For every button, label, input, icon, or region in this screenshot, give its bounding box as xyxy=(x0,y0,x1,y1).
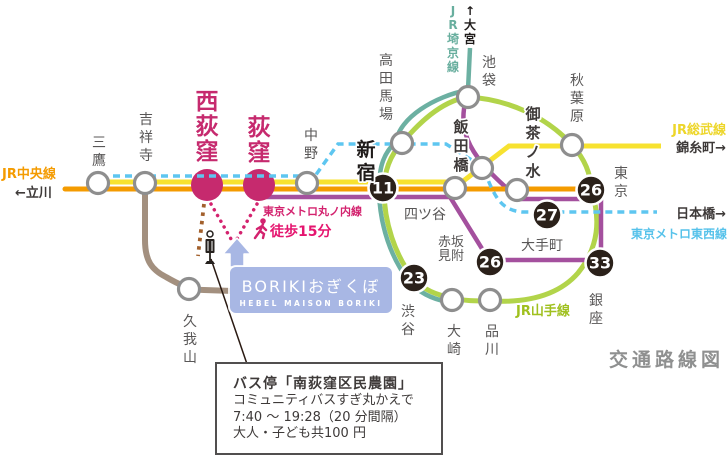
bus-info-title: バス停「南荻窪区民農園」 xyxy=(233,376,413,392)
label-ochanomizu: 御茶ノ水 xyxy=(524,105,541,180)
bus-info-line: 7:40 ～ 19:28（20 分間隔） xyxy=(233,409,407,425)
time-badge-ginza-value: 33 xyxy=(589,254,611,273)
time-badge-shibuya-value: 23 xyxy=(403,269,425,288)
time-badge-tokyo: 26 xyxy=(575,174,607,206)
tozai-line-label: 東京メトロ東西線 xyxy=(631,226,727,241)
nihombashi-arrow-label: 日本橋→ xyxy=(676,206,726,222)
station-kugayama xyxy=(176,276,202,302)
walk-15min-label: 徒歩15分 xyxy=(269,223,331,240)
bus-info-line: 大人・子ども共100 円 xyxy=(233,426,366,441)
bus-info-line: コミュニティバスすぎ丸かえで xyxy=(233,393,414,408)
time-badge-shinjuku-value: 11 xyxy=(372,179,394,198)
label-yotsuya: 四ツ谷 xyxy=(404,207,446,223)
time-badge-akasaka-mitsuke-value: 26 xyxy=(479,253,501,272)
station-nishi-ogikubo xyxy=(191,169,223,201)
up-arrow-icon xyxy=(222,237,252,268)
inokashira-line xyxy=(142,186,234,294)
time-badge-shibuya: 23 xyxy=(398,262,430,294)
omiya-arrow-label: ↑大宮 xyxy=(464,4,476,46)
walk-route-east xyxy=(235,202,259,241)
station-iidabashi xyxy=(469,155,495,181)
station-kichijoji xyxy=(132,170,158,196)
label-otemachi: 大手町 xyxy=(521,238,563,254)
walking-person-icon xyxy=(253,218,268,240)
station-nakano xyxy=(294,170,320,196)
time-badge-akasaka-mitsuke: 26 xyxy=(474,246,506,278)
label-iidabashi: 飯田橋 xyxy=(452,118,469,174)
label-ogikubo: 荻窪 xyxy=(248,115,271,166)
label-nakano: 中野 xyxy=(304,128,318,162)
marunouchi-line-label: 東京メトロ丸ノ内線 xyxy=(263,204,362,218)
station-mitaka xyxy=(85,170,111,196)
boriki-name: BORIKIおぎくぼ xyxy=(241,277,381,296)
label-ikebukuro: 池袋 xyxy=(482,55,496,89)
boriki-badge: BORIKIおぎくぼ HEBEL MAISON BORIKI xyxy=(230,267,392,313)
sobu-line-label: JR総武線 xyxy=(671,122,727,138)
label-ginza: 銀座 xyxy=(589,293,603,327)
time-badge-otemachi-value: 27 xyxy=(536,206,558,225)
map-title: 交通路線図 xyxy=(609,349,725,371)
time-badge-ginza: 33 xyxy=(584,247,616,279)
walk-route-west xyxy=(209,202,233,241)
station-takadanobaba xyxy=(389,130,415,156)
station-yotsuya xyxy=(442,175,468,201)
label-akihabara: 秋葉原 xyxy=(570,73,584,125)
time-badge-shinjuku: 11 xyxy=(367,172,399,204)
label-osaki: 大崎 xyxy=(447,324,461,358)
sugimaru-bus-route xyxy=(196,203,206,257)
station-shinagawa xyxy=(477,287,503,313)
boriki-subname: HEBEL MAISON BORIKI xyxy=(239,299,383,308)
label-shinjuku: 新宿 xyxy=(356,138,375,184)
label-akasaka-mitsuke-1: 赤坂 xyxy=(438,235,464,250)
label-kichijoji: 吉祥寺 xyxy=(139,112,153,164)
station-ikebukuro xyxy=(455,84,481,110)
station-osaki xyxy=(439,287,465,313)
label-shibuya: 渋谷 xyxy=(401,304,415,338)
label-tokyo: 東京 xyxy=(614,166,628,200)
label-shinagawa: 品川 xyxy=(485,324,499,358)
label-kugayama: 久我山 xyxy=(183,314,197,366)
label-akasaka-mitsuke-2: 見附 xyxy=(438,249,464,264)
kinshicho-arrow-label: 錦糸町→ xyxy=(676,140,726,156)
station-ogikubo xyxy=(243,169,275,201)
station-akihabara xyxy=(559,132,585,158)
label-takadanobaba: 高田馬場 xyxy=(379,52,393,123)
pointer-line xyxy=(210,258,248,365)
bus-stop-icon xyxy=(205,230,215,264)
label-nishi-ogikubo: 西荻窪 xyxy=(196,89,219,165)
bus-info-box: バス停「南荻窪区民農園」 コミュニティバスすぎ丸かえで 7:40 ～ 19:28… xyxy=(215,362,443,455)
station-ochanomizu xyxy=(504,177,530,203)
time-badge-tokyo-value: 26 xyxy=(580,181,602,200)
chuo-line-label: JR中央線 xyxy=(1,166,57,182)
tachikawa-arrow-label: ←立川 xyxy=(15,185,52,201)
time-badge-otemachi: 27 xyxy=(531,199,563,231)
yamanote-line-label: JR山手線 xyxy=(515,303,571,319)
label-mitaka: 三鷹 xyxy=(92,135,106,169)
